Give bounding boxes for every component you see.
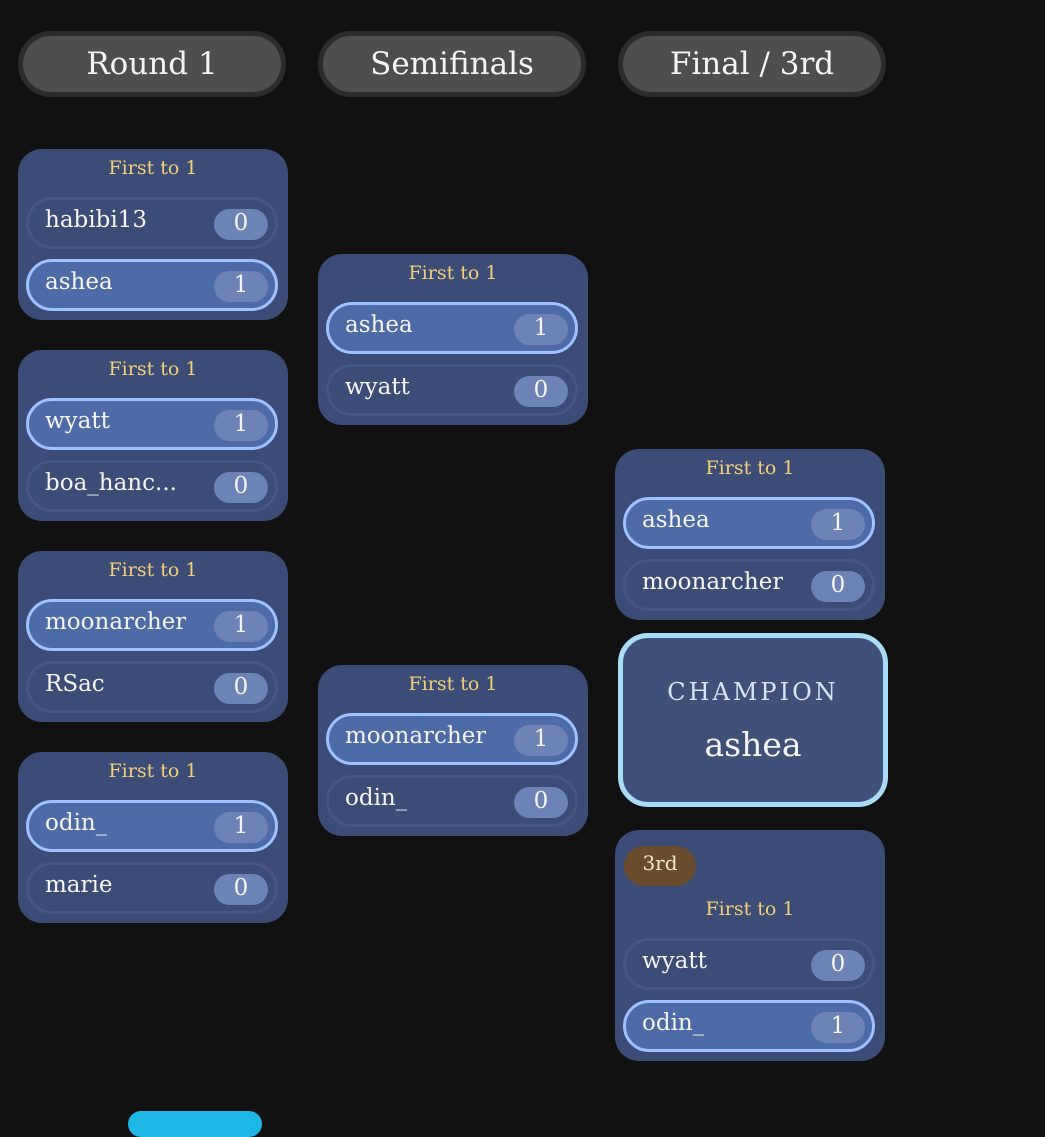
- match-format: First to 1: [108, 760, 198, 782]
- player-slot-winner[interactable]: wyatt 1: [26, 398, 278, 450]
- player-slot-winner[interactable]: ashea 1: [623, 497, 875, 549]
- player-slot-winner[interactable]: odin_ 1: [26, 800, 278, 852]
- player-slot-winner[interactable]: moonarcher 1: [326, 713, 578, 765]
- match-format: First to 1: [705, 457, 795, 479]
- player-name: odin_: [642, 1010, 705, 1036]
- player-name: odin_: [345, 785, 408, 811]
- score-badge: 0: [514, 787, 568, 818]
- match-card-round1-4[interactable]: First to 1 odin_ 1 marie 0: [18, 752, 288, 923]
- player-slot-winner[interactable]: moonarcher 1: [26, 599, 278, 651]
- score-badge: 0: [811, 571, 865, 602]
- match-card-round1-1[interactable]: First to 1 habibi13 0 ashea 1: [18, 149, 288, 320]
- score-badge: 0: [214, 472, 268, 503]
- player-name: wyatt: [642, 948, 707, 974]
- score-badge: 1: [811, 509, 865, 540]
- bottom-action-button[interactable]: [128, 1111, 262, 1137]
- score-badge: 1: [214, 410, 268, 441]
- score-badge: 0: [214, 209, 268, 240]
- player-name: ashea: [45, 269, 113, 295]
- score-badge: 1: [811, 1012, 865, 1043]
- score-badge: 0: [811, 950, 865, 981]
- player-slot-winner[interactable]: odin_ 1: [623, 1000, 875, 1052]
- match-card-round1-2[interactable]: First to 1 wyatt 1 boa_hanc... 0: [18, 350, 288, 521]
- player-slot-winner[interactable]: ashea 1: [326, 302, 578, 354]
- player-slot[interactable]: marie 0: [26, 862, 278, 914]
- player-slot[interactable]: wyatt 0: [326, 364, 578, 416]
- score-badge: 0: [514, 376, 568, 407]
- player-slot-winner[interactable]: ashea 1: [26, 259, 278, 311]
- score-badge: 0: [214, 874, 268, 905]
- score-badge: 1: [214, 271, 268, 302]
- player-slot[interactable]: RSac 0: [26, 661, 278, 713]
- round-header-final: Final / 3rd: [618, 31, 886, 97]
- round-header-semifinals: Semifinals: [318, 31, 586, 97]
- player-name: moonarcher: [642, 569, 784, 595]
- champion-name: ashea: [704, 725, 802, 764]
- score-badge: 0: [214, 673, 268, 704]
- score-badge: 1: [214, 812, 268, 843]
- player-name: RSac: [45, 671, 105, 697]
- match-card-final[interactable]: First to 1 ashea 1 moonarcher 0: [615, 449, 885, 620]
- player-name: ashea: [642, 507, 710, 533]
- player-name: wyatt: [345, 374, 410, 400]
- match-format: First to 1: [108, 559, 198, 581]
- player-name: moonarcher: [345, 723, 487, 749]
- player-slot[interactable]: boa_hanc... 0: [26, 460, 278, 512]
- player-name: wyatt: [45, 408, 110, 434]
- match-format: First to 1: [108, 157, 198, 179]
- champion-card: CHAMPION ashea: [618, 633, 888, 807]
- player-name: ashea: [345, 312, 413, 338]
- player-name: marie: [45, 872, 113, 898]
- player-slot[interactable]: odin_ 0: [326, 775, 578, 827]
- match-format: First to 1: [408, 262, 498, 284]
- player-slot[interactable]: habibi13 0: [26, 197, 278, 249]
- player-name: moonarcher: [45, 609, 187, 635]
- score-badge: 1: [514, 314, 568, 345]
- player-name: habibi13: [45, 207, 147, 233]
- match-card-semifinal-1[interactable]: First to 1 ashea 1 wyatt 0: [318, 254, 588, 425]
- player-name: boa_hanc...: [45, 470, 177, 496]
- match-format: First to 1: [108, 358, 198, 380]
- player-slot[interactable]: wyatt 0: [623, 938, 875, 990]
- match-card-third-place[interactable]: 3rd First to 1 wyatt 0 odin_ 1: [615, 830, 885, 1061]
- match-format: First to 1: [408, 673, 498, 695]
- score-badge: 1: [514, 725, 568, 756]
- match-card-round1-3[interactable]: First to 1 moonarcher 1 RSac 0: [18, 551, 288, 722]
- round-header-round-1: Round 1: [18, 31, 286, 97]
- player-slot[interactable]: moonarcher 0: [623, 559, 875, 611]
- third-place-badge: 3rd: [624, 846, 696, 886]
- player-name: odin_: [45, 810, 108, 836]
- champion-label: CHAMPION: [667, 678, 839, 706]
- match-card-semifinal-2[interactable]: First to 1 moonarcher 1 odin_ 0: [318, 665, 588, 836]
- match-format: First to 1: [705, 898, 795, 920]
- score-badge: 1: [214, 611, 268, 642]
